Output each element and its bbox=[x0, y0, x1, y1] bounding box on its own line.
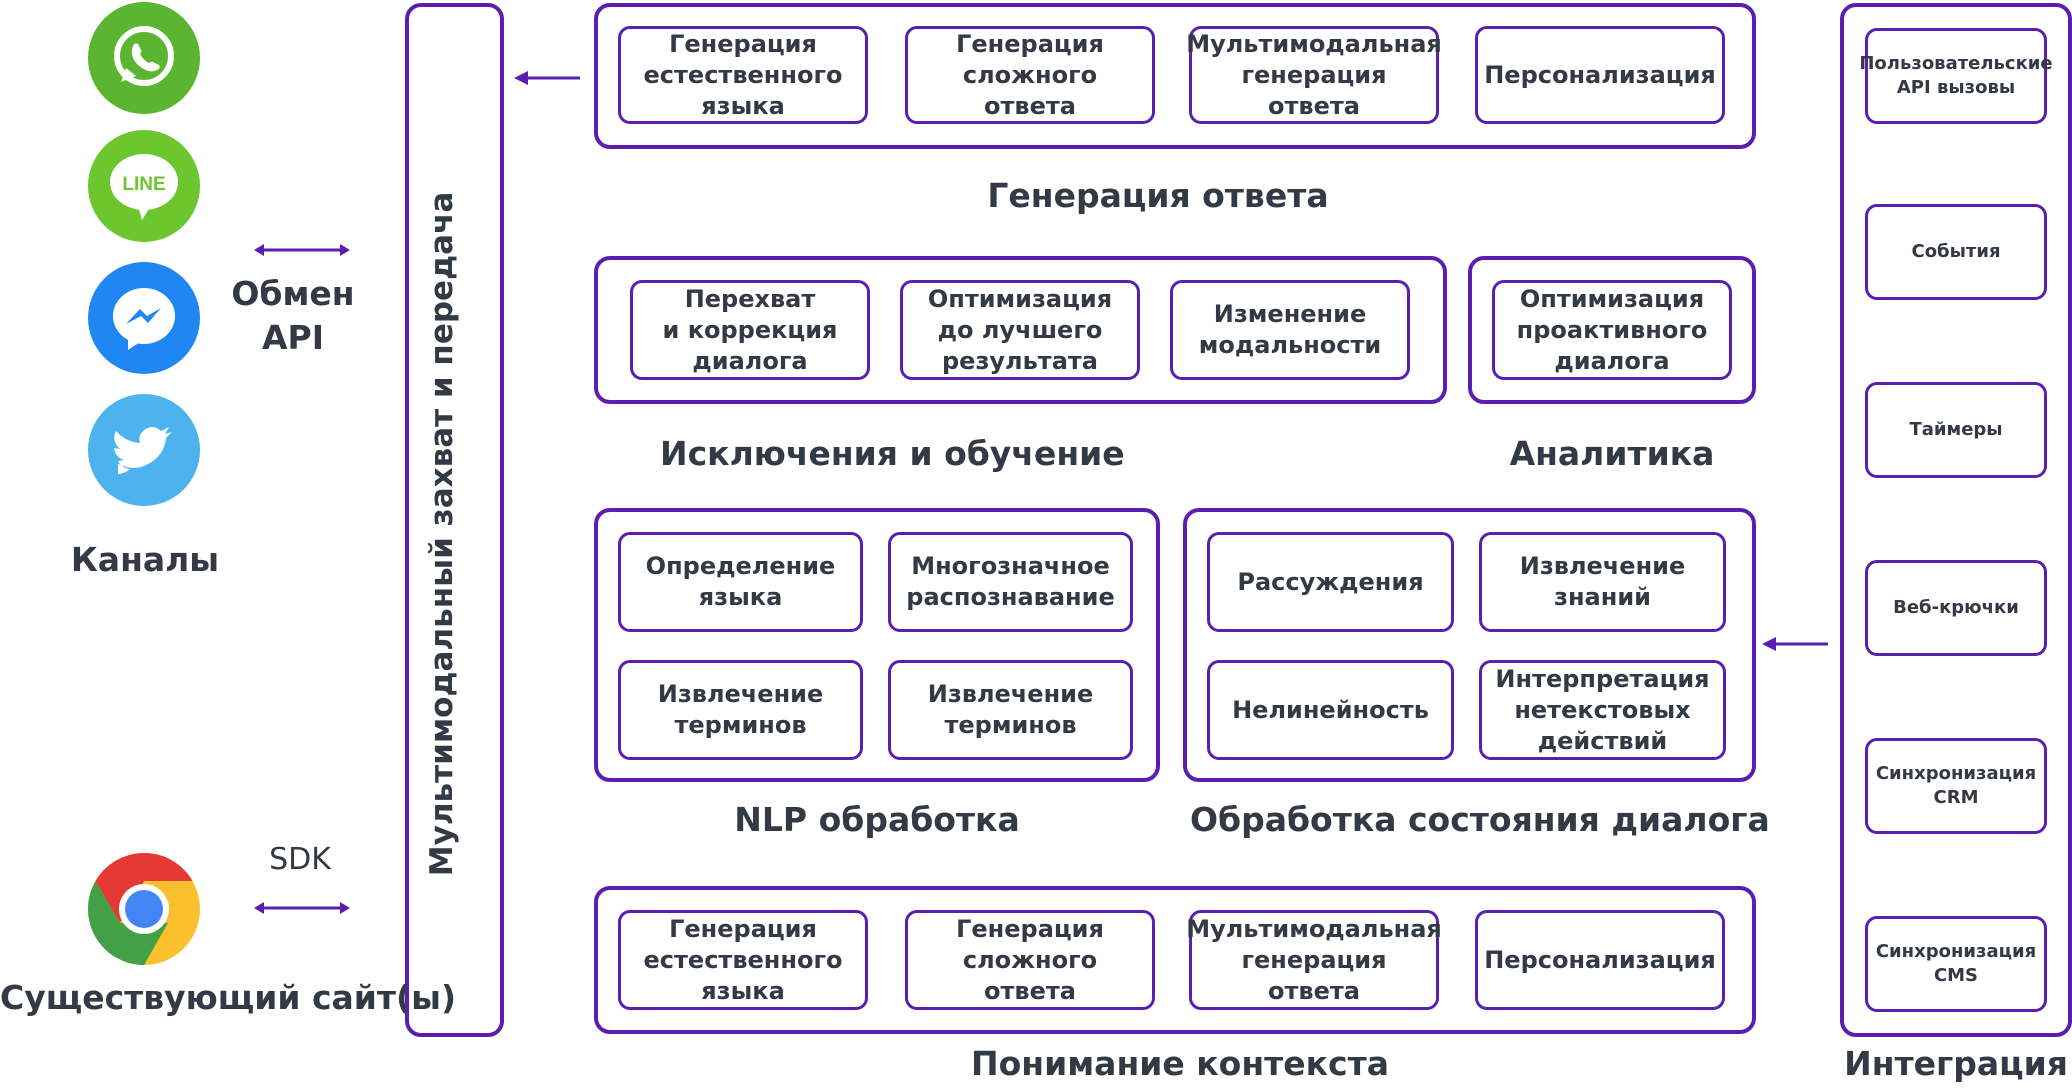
response-generation-title: Генерация ответа bbox=[987, 176, 1329, 215]
context-item-1: Генерация естественного языка bbox=[618, 910, 868, 1010]
context-group bbox=[594, 886, 1756, 1034]
integration-item-events: События bbox=[1865, 204, 2047, 300]
dialog-state-group bbox=[1183, 508, 1756, 782]
integration-to-dialog-arrow bbox=[1762, 637, 1828, 651]
line-icon-text: LINE bbox=[122, 174, 165, 195]
response-generation-item-4: Персонализация bbox=[1475, 26, 1725, 124]
integration-item-timers: Таймеры bbox=[1865, 382, 2047, 478]
api-exchange-arrow bbox=[254, 244, 350, 256]
dialog-state-item-4: Интерпретация нетекстовых действий bbox=[1479, 660, 1726, 760]
line-icon: LINE bbox=[88, 130, 200, 242]
nlp-item-1: Определение языка bbox=[618, 532, 863, 632]
nlp-item-3: Извлечение терминов bbox=[618, 660, 863, 760]
channels-label: Каналы bbox=[70, 540, 220, 579]
integration-item-custom-api: Пользовательские API вызовы bbox=[1859, 28, 2053, 124]
response-generation-item-3: Мультимодальная генерация ответа bbox=[1186, 26, 1442, 124]
nlp-item-2: Многозначное распознавание bbox=[888, 532, 1133, 632]
integration-title: Интеграция bbox=[1844, 1044, 2068, 1083]
context-item-3: Мультимодальная генерация ответа bbox=[1186, 910, 1442, 1010]
nlp-title: NLP обработка bbox=[734, 800, 1020, 839]
response-generation-item-2: Генерация сложного ответа bbox=[905, 26, 1155, 124]
dialog-state-item-3: Нелинейность bbox=[1207, 660, 1454, 760]
integration-item-webhooks: Веб-крючки bbox=[1865, 560, 2047, 656]
dialog-state-item-1: Рассуждения bbox=[1207, 532, 1454, 632]
api-exchange-label: Обмен API bbox=[231, 274, 355, 357]
response-to-capture-arrow bbox=[514, 71, 580, 85]
exceptions-title: Исключения и обучение bbox=[660, 434, 1125, 473]
existing-site-label: Существующий сайт(ы) bbox=[0, 978, 457, 1017]
dialog-state-item-2: Извлечение знаний bbox=[1479, 532, 1726, 632]
chrome-icon bbox=[87, 852, 201, 966]
analytics-group bbox=[1468, 256, 1756, 404]
messenger-icon bbox=[88, 262, 200, 374]
multimodal-capture-label: Мультимодальный захват и передача bbox=[424, 191, 460, 877]
context-item-4: Персонализация bbox=[1475, 910, 1725, 1010]
nlp-item-4: Извлечение терминов bbox=[888, 660, 1133, 760]
integration-item-cms-sync: Синхронизация CMS bbox=[1865, 916, 2047, 1012]
twitter-icon bbox=[88, 394, 200, 506]
sdk-arrow bbox=[254, 902, 350, 914]
nlp-group bbox=[594, 508, 1160, 782]
multimodal-capture-bar bbox=[405, 3, 504, 1037]
analytics-item-1: Оптимизация проактивного диалога bbox=[1492, 280, 1732, 380]
exceptions-item-3: Изменение модальности bbox=[1170, 280, 1410, 380]
response-generation-group bbox=[594, 3, 1756, 149]
exceptions-item-2: Оптимизация до лучшего результата bbox=[900, 280, 1140, 380]
whatsapp-icon bbox=[88, 2, 200, 114]
dialog-state-title: Обработка состояния диалога bbox=[1190, 800, 1770, 839]
exceptions-group bbox=[594, 256, 1447, 404]
exceptions-item-1: Перехват и коррекция диалога bbox=[630, 280, 870, 380]
integration-item-crm-sync: Синхронизация CRM bbox=[1865, 738, 2047, 834]
integration-group bbox=[1840, 3, 2072, 1037]
context-title: Понимание контекста bbox=[971, 1044, 1389, 1083]
analytics-title: Аналитика bbox=[1509, 434, 1715, 473]
context-item-2: Генерация сложного ответа bbox=[905, 910, 1155, 1010]
sdk-label: SDK bbox=[269, 842, 331, 877]
response-generation-item-1: Генерация естественного языка bbox=[618, 26, 868, 124]
